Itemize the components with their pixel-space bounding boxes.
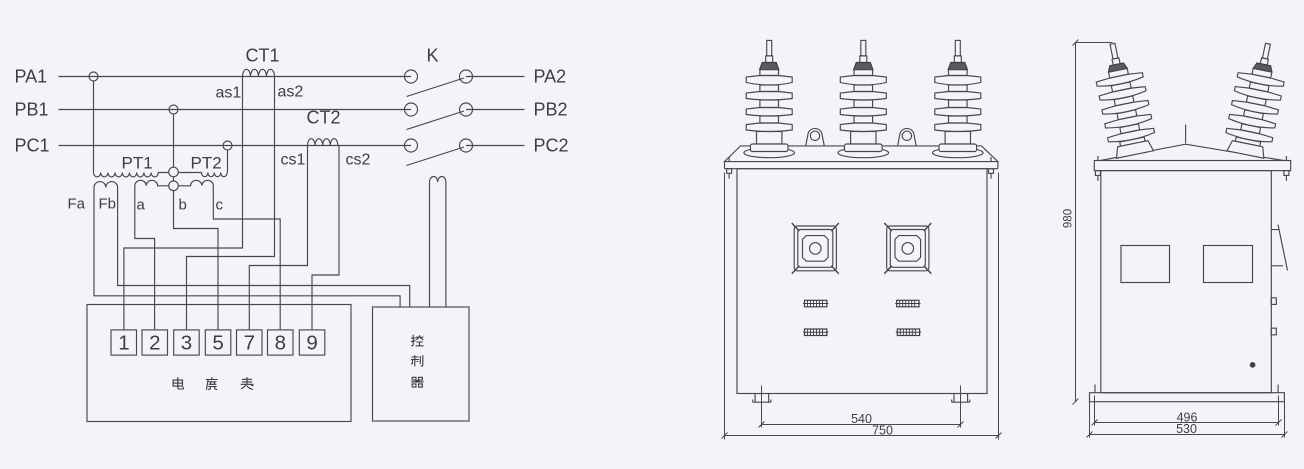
- svg-text:PA2: PA2: [534, 67, 567, 87]
- svg-text:7: 7: [244, 332, 255, 355]
- svg-text:496: 496: [1177, 410, 1198, 424]
- svg-text:540: 540: [851, 412, 872, 426]
- svg-text:530: 530: [1176, 422, 1197, 436]
- svg-text:as2: as2: [278, 84, 304, 101]
- svg-text:a: a: [137, 197, 146, 214]
- svg-text:cs2: cs2: [346, 152, 371, 169]
- svg-text:980: 980: [1063, 209, 1075, 228]
- svg-text:750: 750: [872, 423, 893, 437]
- svg-text:1: 1: [118, 332, 129, 355]
- svg-text:K: K: [427, 46, 439, 66]
- svg-text:b: b: [179, 197, 187, 214]
- svg-text:PB1: PB1: [15, 100, 49, 120]
- svg-text:9: 9: [306, 332, 317, 355]
- svg-text:CT1: CT1: [246, 46, 280, 66]
- svg-text:Fb: Fb: [99, 196, 117, 213]
- svg-text:Fa: Fa: [68, 196, 86, 213]
- svg-text:cs1: cs1: [281, 152, 306, 169]
- svg-text:as1: as1: [216, 85, 242, 102]
- svg-text:PT2: PT2: [191, 154, 222, 173]
- svg-text:PA1: PA1: [15, 67, 48, 87]
- svg-text:5: 5: [212, 332, 223, 355]
- svg-text:PB2: PB2: [534, 100, 568, 120]
- svg-text:CT2: CT2: [307, 108, 341, 128]
- svg-text:PC2: PC2: [534, 136, 569, 156]
- svg-text:PT1: PT1: [122, 154, 153, 173]
- svg-text:PC1: PC1: [15, 136, 50, 156]
- svg-text:8: 8: [275, 332, 286, 355]
- svg-text:2: 2: [149, 332, 160, 355]
- svg-text:3: 3: [181, 332, 192, 355]
- svg-text:c: c: [216, 197, 224, 214]
